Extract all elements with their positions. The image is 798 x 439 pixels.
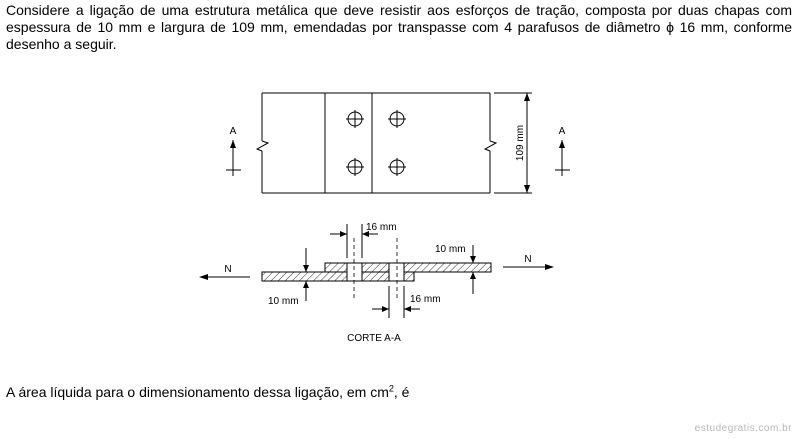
plan-view: [226, 92, 570, 194]
left-plate-outline: [255, 92, 373, 194]
right-plate-outline: [324, 92, 498, 194]
section-marker-left: [226, 140, 241, 176]
bolt-centerlines: [353, 238, 398, 300]
upper-plate-section: [324, 262, 492, 273]
force-label-left: N: [224, 264, 231, 275]
bolt-hole-bottom-right: [388, 158, 406, 176]
bolt-dim-bottom-label: 16 mm: [410, 294, 441, 305]
bolt-hole-bottom-left: [346, 158, 364, 176]
question-sup: 2: [388, 383, 394, 394]
question-after: , é: [393, 384, 410, 400]
question-text: A área líquida para o dimensionamento de…: [6, 384, 409, 401]
bolt-hole-section-right: [388, 262, 405, 282]
section-caption: CORTE A-A: [347, 333, 401, 344]
bolt-hole-section-left: [346, 262, 363, 282]
thickness-bottom-label: 10 mm: [268, 296, 299, 307]
bolt-hole-top-left: [346, 110, 364, 128]
width-dimension-line: [494, 92, 532, 194]
force-label-right: N: [524, 254, 531, 265]
bolt-dim-top-label: 16 mm: [366, 222, 397, 233]
section-marker-right: [555, 140, 570, 176]
section-view: [199, 224, 554, 318]
bolt-holes: [346, 110, 406, 176]
section-label-left: A: [230, 126, 237, 137]
question-before: A área líquida para o dimensionamento de…: [6, 384, 389, 400]
force-arrow-left: [199, 274, 250, 280]
width-dimension-label: 109 mm: [515, 125, 526, 161]
force-arrow-right: [503, 264, 554, 270]
watermark: estudegratis.com.br: [694, 423, 792, 434]
problem-paragraph: Considere a ligação de uma estrutura met…: [6, 2, 792, 52]
thickness-top-label: 10 mm: [435, 244, 466, 255]
section-label-right: A: [559, 126, 566, 137]
bolt-hole-top-right: [388, 110, 406, 128]
